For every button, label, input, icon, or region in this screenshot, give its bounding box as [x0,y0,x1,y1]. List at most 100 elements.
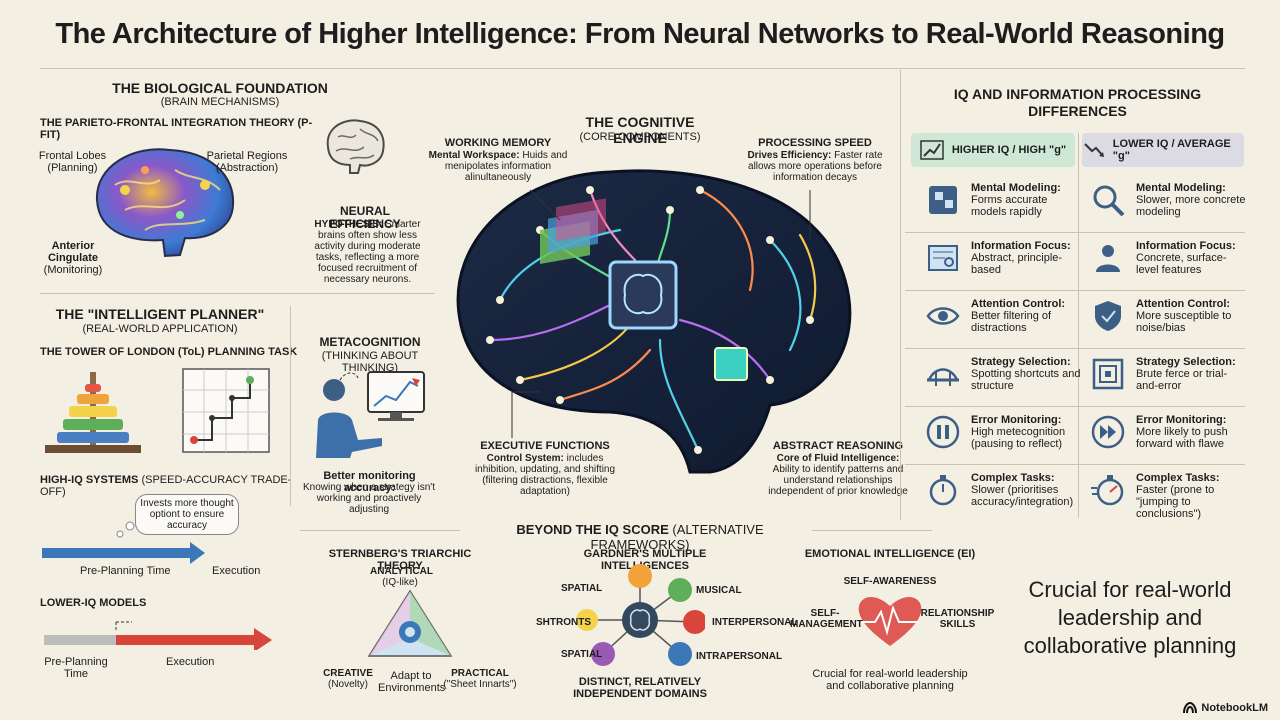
engine-leader-lines [511,189,811,438]
person-monitoring-chart-icon [316,371,425,458]
iq-row-low: Error Monitoring:More likely to push for… [1090,414,1246,450]
engine-subtitle: (CORE COMPONENTS) [579,131,701,143]
iq-row-divider [905,464,1245,465]
high-iq-systems-label: HIGH-IQ SYSTEMS (SPEED-ACCURACY TRADE-OF… [40,474,292,498]
iq-row-label: Mental Modeling: [1136,182,1226,194]
tol-task-label: THE TOWER OF LONDON (ToL) PLANNING TASK [40,346,298,358]
working-memory-text: Mental Workspace: Huids and menipolates … [428,150,568,183]
planner-title: THE "INTELLIGENT PLANNER" [55,306,265,322]
iq-row-high: Strategy Selection:Spotting shortcuts an… [925,356,1081,392]
chart-rising-icon [920,140,944,160]
heart-pulse-icon [858,596,922,646]
stopwatch-icon [929,475,957,506]
iq-row-label: Mental Modeling: [971,182,1061,194]
gardner-center-brain-icon [622,602,658,638]
low-pre-planning-label: Pre-Planning Time [44,656,108,680]
lower-iq-header: LOWER IQ / AVERAGE "g" [1082,133,1244,167]
practical-label: PRACTICAL("Sheet Innarts") [443,668,517,690]
lower-iq-timeline-arrow [44,621,272,650]
iq-row-text: Error Monitoring:More likely to push for… [1136,414,1246,450]
iq-row-low: Information Focus:Concrete, surface-leve… [1090,240,1246,276]
iq-panel-title: IQ AND INFORMATION PROCESSING DIFFERENCE… [953,86,1202,119]
iq-row-value: High metecognition (pausing to reflect) [971,426,1066,450]
iq-row-low: Mental Modeling:Slower, more concrete mo… [1090,182,1246,218]
thought-bubble: Invests more thought optiont to ensure a… [135,494,239,535]
musical-label: MUSICAL [696,585,742,596]
magnifier-icon [1093,185,1125,217]
processing-speed-title: PROCESSING SPEED [758,137,872,149]
fast-forward-icon [1091,415,1125,449]
iq-row-text: Attention Control:Better filtering of di… [971,298,1081,334]
iq-row-label: Information Focus: [1136,240,1236,252]
left-section-divider [40,293,435,294]
pause-icon [926,415,960,449]
iq-row-value: Slower, more concrete modeling [1136,194,1246,218]
spatial-label: SPATIAL [561,583,603,594]
high-execution-label: Execution [212,565,261,577]
speed-stopwatch-icon [1091,475,1124,506]
notebooklm-logo: NotebookLM [1183,702,1268,714]
iq-row-text: Attention Control:More susceptible to no… [1136,298,1246,334]
person-icon [1096,245,1120,272]
intrapersonal-node-icon [668,642,692,666]
title-divider [40,68,1245,69]
iq-row-value: Concrete, surface-level features [1136,252,1227,276]
ei-footnote: Crucial for real-world leadership and co… [812,668,968,692]
iq-row-label: Strategy Selection: [971,356,1071,368]
colorful-brain-illustration [95,148,235,258]
low-execution-label: Execution [166,656,215,668]
processing-speed-text: Drives Efficiency: Faster rate allows mo… [747,150,883,183]
iq-row-value: Abstract, principle-based [971,252,1063,276]
iq-row-value: Forms accurate models rapidly [971,194,1048,218]
iq-row-value: Faster (prone to "jumping to conclusions… [1136,484,1215,520]
iq-row-label: Error Monitoring: [1136,414,1227,426]
neural-efficiency-text: HYPOTHESIS: Smarter brains often show le… [314,219,421,285]
high-pre-planning-label: Pre-Planning Time [80,565,171,577]
planning-path-diagram-icon [182,368,270,453]
lower-iq-models-label: LOWER-IQ MODELS [40,597,147,609]
iq-row-label: Strategy Selection: [1136,356,1236,368]
iq-row-text: Complex Tasks:Slower (prioritises accura… [971,472,1081,508]
neural-efficiency-title: NEURAL EFFICIENCY [329,204,401,231]
interpersonal-node-icon [683,610,705,634]
self-awareness-label: SELF-AWARENESS [843,576,937,587]
metacognition-lead: Better monitoring accuracy: [323,470,416,494]
sternberg-title: STERNBERG'S TRIARCHIC THEORY [328,548,472,572]
iq-row-label: Error Monitoring: [971,414,1062,426]
spatial-label-2: SPATIAL [561,649,603,660]
ei-title: EMOTIONAL INTELLIGENCE (EI) [804,548,976,560]
engine-title: THE COGNITIVE ENGINE [585,114,695,146]
iq-row-text: Information Focus:Abstract, principle-ba… [971,240,1081,276]
anterior-cingulate-label: Anterior Cingulate(Monitoring) [43,240,103,276]
iq-row-low: Strategy Selection:Brute ferce or trial-… [1090,356,1246,392]
bio-subtitle: (BRAIN MECHANISMS) [160,96,280,108]
iq-row-high: Attention Control:Better filtering of di… [925,298,1081,334]
executive-functions-text: Control System: includes inhibition, upd… [474,453,616,497]
adapt-label: Adapt to Environments [378,670,446,694]
iq-row-value: More likely to push forward with flawe [1136,426,1228,450]
beyond-title: BEYOND THE IQ SCORE (ALTERNATIVE FRAMEWO… [516,522,764,552]
iq-row-text: Strategy Selection:Spotting shortcuts an… [971,356,1081,392]
leadership-callout: Crucial for real-world leadership and co… [1023,577,1237,658]
iq-row-divider [905,406,1245,407]
bridge-icon [927,368,959,386]
maze-icon [1092,358,1124,390]
iq-row-text: Complex Tasks:Faster (prone to "jumping … [1136,472,1246,520]
executive-functions-title: EXECUTIVE FUNCTIONS [480,440,610,452]
iq-row-value: Brute ferce or trial-and-error [1136,368,1228,392]
puzzle-icon [929,186,957,214]
bio-title: THE BIOLOGICAL FOUNDATION [112,80,328,96]
iq-row-divider [905,290,1245,291]
iq-row-high: Complex Tasks:Slower (prioritises accura… [925,472,1081,508]
iq-row-value: Better filtering of distractions [971,310,1052,334]
metacognition-text: Knowing when a strategy isn't working an… [303,482,435,515]
iq-row-high: Error Monitoring:High metecognition (pau… [925,414,1081,450]
spatial-node-2-icon [591,642,615,666]
gardner-title: GARDNER'S MULTIPLE INTELLIGENCES [583,548,707,572]
spatial-node-icon [628,564,652,588]
intrapersonal-label: INTRAPERSONAL [696,651,783,662]
iq-row-value: More susceptible to noise/bias [1136,310,1232,334]
eye-icon [926,307,960,325]
blueprint-icon [928,245,958,271]
abstract-reasoning-title: ABSTRACT REASONING [772,440,904,452]
